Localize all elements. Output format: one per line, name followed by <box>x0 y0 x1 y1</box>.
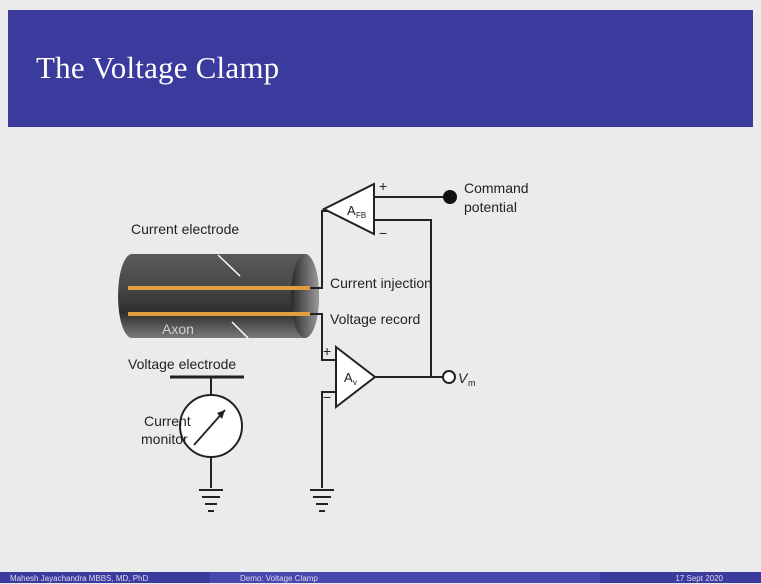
feedback-loop-wire <box>374 219 443 378</box>
ground-symbol-right <box>310 489 334 512</box>
slide-title: The Voltage Clamp <box>36 50 280 85</box>
command-terminal <box>443 190 457 204</box>
vm-label: V <box>458 370 469 386</box>
command-label-1: Command <box>464 180 529 196</box>
svg-text:FB: FB <box>356 211 366 220</box>
feedback-amp-minus: − <box>379 225 387 241</box>
current-monitor-meter <box>179 394 243 458</box>
current-monitor-label-2: monitor <box>141 431 188 447</box>
voltage-electrode-pointer <box>231 321 249 339</box>
voltage-amp-minus: − <box>323 389 331 405</box>
voltage-record-label: Voltage record <box>330 311 420 327</box>
current-injection-label: Current injection <box>330 275 432 291</box>
feedback-amplifier: A FB + − <box>321 178 387 241</box>
voltage-amplifier: A v + − <box>323 343 377 410</box>
command-label-2: potential <box>464 199 517 215</box>
ground-wire-right <box>321 391 336 488</box>
voltage-record-wire <box>310 313 336 361</box>
footer-talk-section: Demo: Voltage Clamp <box>210 572 600 583</box>
feedback-amp-plus: + <box>379 178 387 194</box>
axon-label: Axon <box>162 321 194 337</box>
current-electrode-pointer <box>217 254 241 277</box>
svg-text:v: v <box>353 378 357 387</box>
current-electrode-wire <box>128 286 310 290</box>
footer-date: 17 Sept 2020 <box>675 574 723 583</box>
voltage-electrode-label: Voltage electrode <box>128 356 236 372</box>
svg-text:A: A <box>344 370 353 385</box>
footer-talk-title: Demo: Voltage Clamp <box>240 574 318 583</box>
current-monitor-label-1: Current <box>144 413 191 429</box>
title-bar: The Voltage Clamp <box>8 10 753 127</box>
svg-text:A: A <box>347 203 356 218</box>
current-electrode-label: Current electrode <box>131 221 239 237</box>
footer-bar: Mahesh Jayachandra MBBS, MD, PhD Demo: V… <box>0 572 761 583</box>
vm-terminal <box>442 370 456 384</box>
vm-subscript: m <box>468 378 476 388</box>
axon-cylinder <box>118 254 319 338</box>
ground-symbol-left <box>199 489 223 512</box>
voltage-electrode-wire <box>128 312 310 316</box>
footer-author: Mahesh Jayachandra MBBS, MD, PhD <box>10 574 149 583</box>
voltage-amp-plus: + <box>323 343 331 359</box>
